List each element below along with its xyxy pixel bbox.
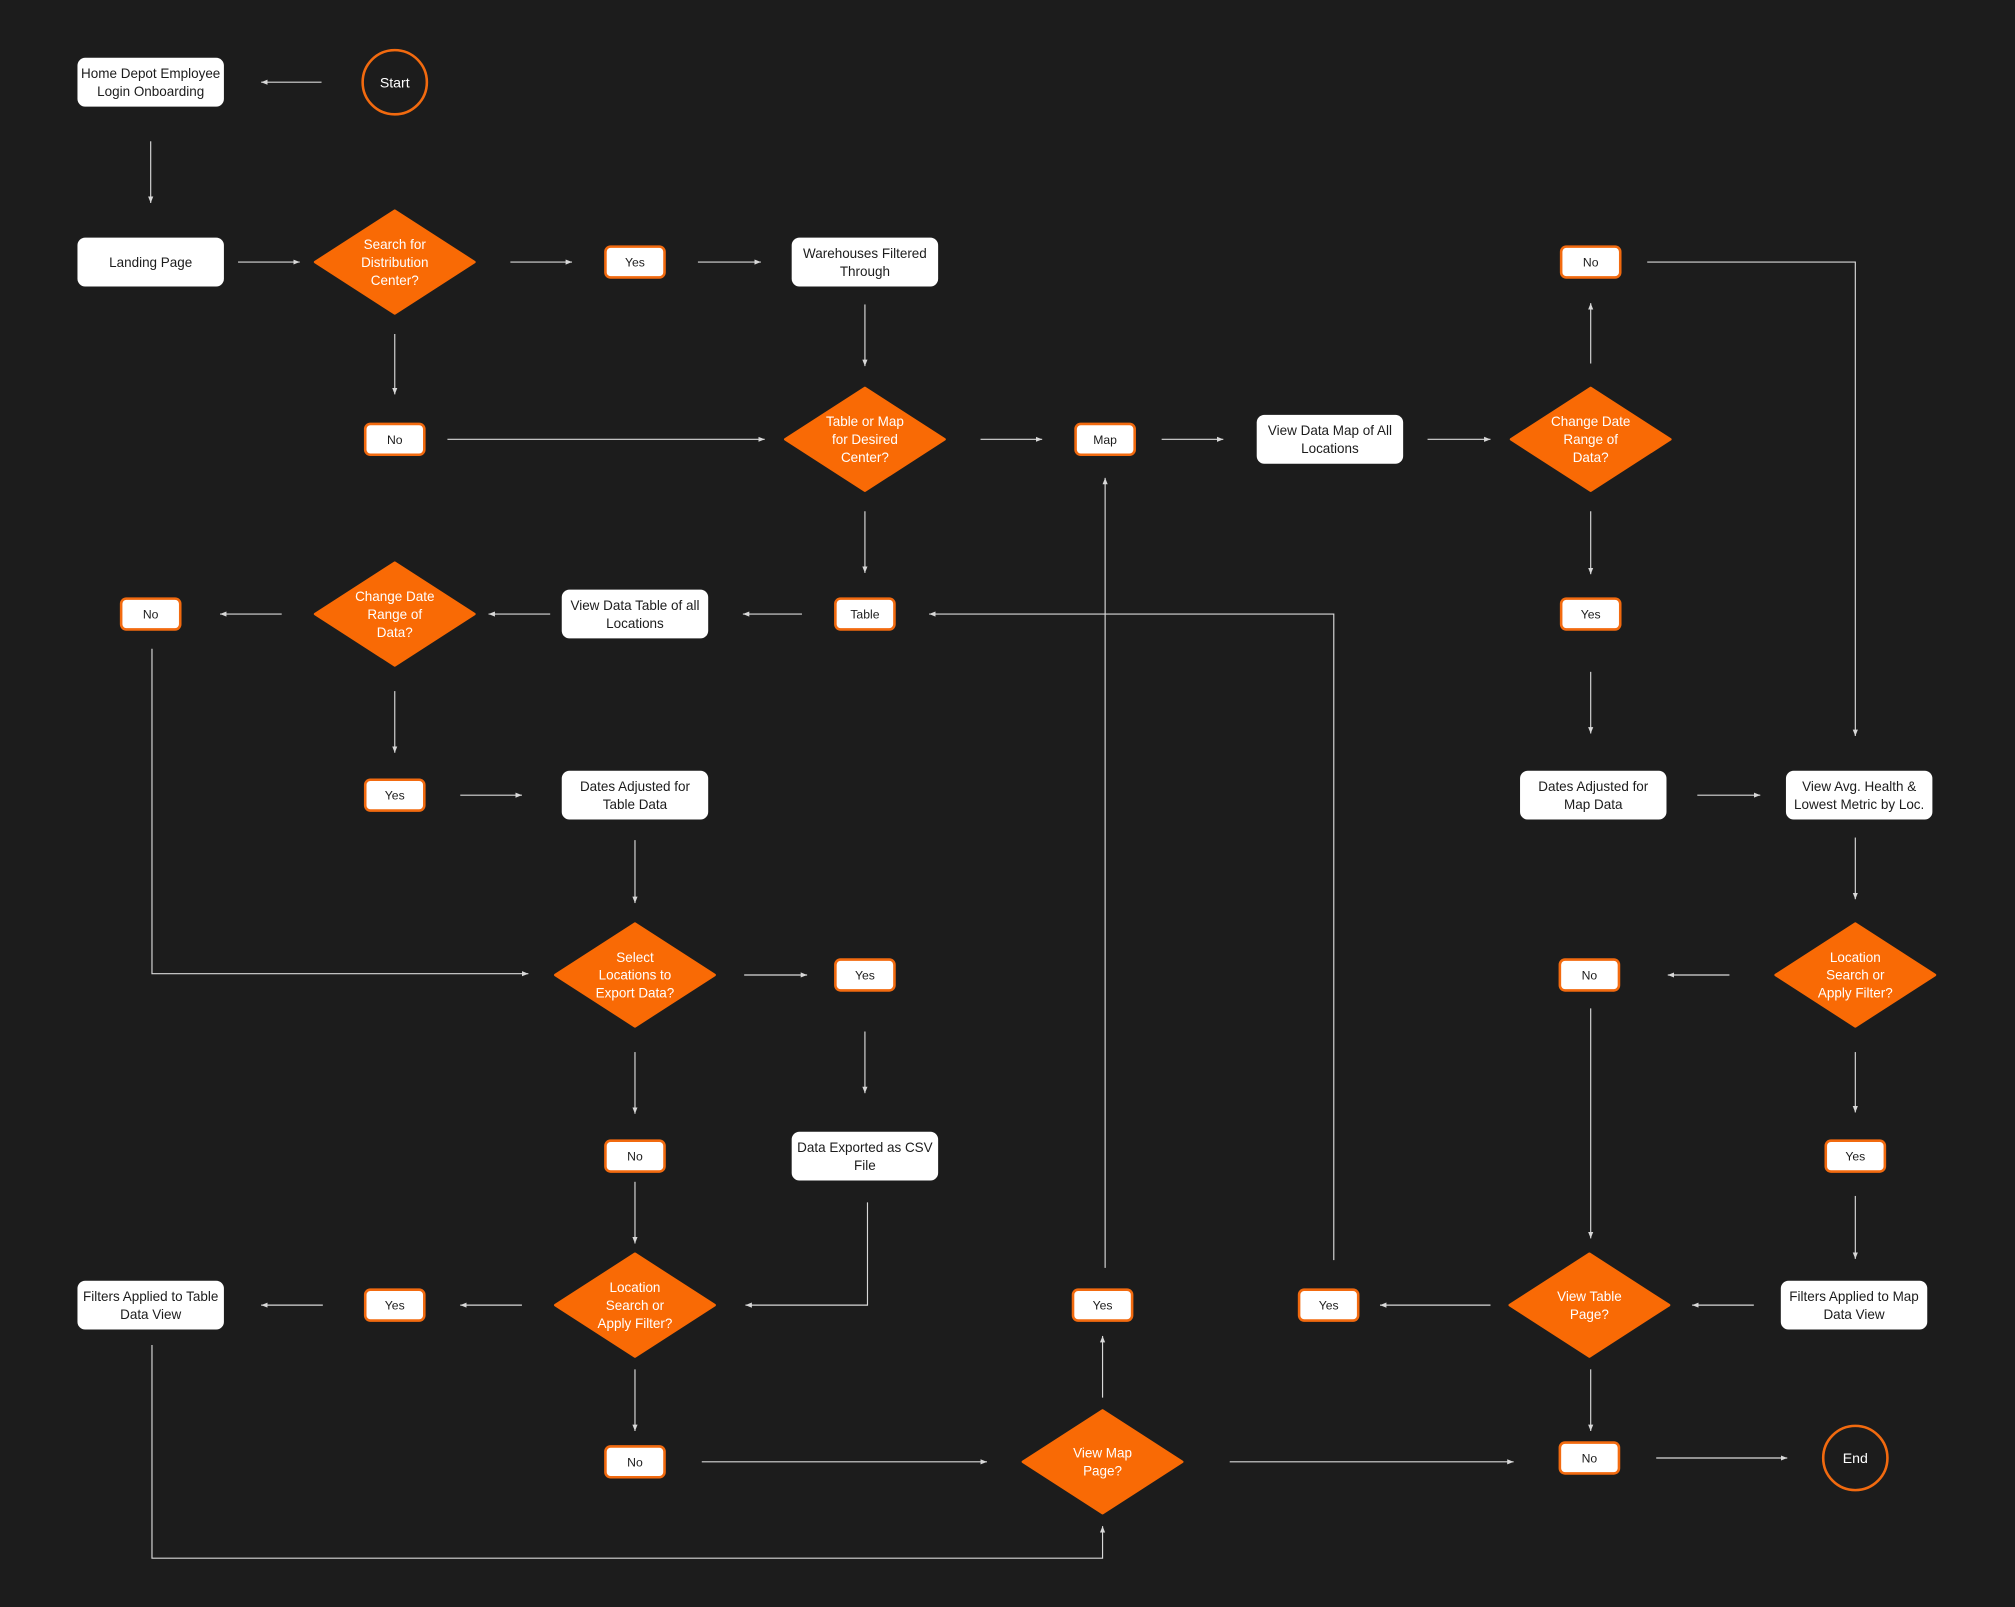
svg-text:Yes: Yes	[1845, 1150, 1865, 1164]
answer-no: No	[604, 1445, 666, 1479]
answer-yes: Yes	[363, 778, 426, 812]
arrow	[745, 1202, 869, 1308]
answer-yes: Yes	[1559, 597, 1622, 631]
svg-text:Yes: Yes	[625, 256, 645, 270]
answer-no: No	[119, 597, 182, 631]
svg-text:No: No	[143, 608, 159, 622]
svg-text:Yes: Yes	[385, 1299, 405, 1313]
terminal-circle	[1821, 1424, 1889, 1492]
svg-text:Table: Table	[850, 608, 879, 622]
svg-text:Map: Map	[1093, 433, 1117, 447]
answer-yes: Yes	[363, 1288, 426, 1322]
answer-yes: Yes	[604, 245, 666, 279]
start-terminal: Start	[361, 48, 429, 116]
svg-text:Yes: Yes	[385, 789, 405, 803]
node-text: View Avg. Health &Lowest Metric by Loc.	[1794, 779, 1924, 812]
svg-text:Yes: Yes	[1581, 608, 1601, 622]
svg-text:No: No	[627, 1150, 643, 1164]
terminal-circle	[361, 48, 429, 116]
step-avg-health: View Avg. Health &Lowest Metric by Loc.	[1785, 770, 1933, 820]
step-landing: Landing Page	[77, 237, 224, 287]
answer-map: Map	[1074, 422, 1136, 457]
answer-no: No	[1559, 245, 1622, 279]
connectors	[148, 79, 1858, 1559]
end-terminal: End	[1821, 1424, 1889, 1492]
answer-no: No	[1558, 1441, 1621, 1475]
svg-text:No: No	[627, 1455, 643, 1469]
svg-text:No: No	[1583, 256, 1599, 270]
arrow	[151, 648, 529, 977]
svg-text:Yes: Yes	[1319, 1299, 1339, 1313]
svg-text:Yes: Yes	[855, 968, 875, 982]
answer-yes: Yes	[834, 958, 896, 992]
arrow	[929, 611, 1335, 1261]
svg-text:No: No	[1582, 1451, 1598, 1465]
svg-text:No: No	[1582, 968, 1598, 982]
node-text: Landing Page	[109, 255, 192, 270]
svg-text:No: No	[387, 433, 403, 447]
arrow	[151, 1344, 1106, 1559]
answer-yes: Yes	[1071, 1288, 1134, 1322]
arrow	[1647, 261, 1858, 737]
terminal-label: End	[1843, 1450, 1868, 1466]
answer-yes: Yes	[1824, 1139, 1887, 1173]
svg-text:Yes: Yes	[1093, 1299, 1113, 1313]
answer-yes: Yes	[1297, 1288, 1360, 1322]
terminal-label: Start	[380, 74, 410, 90]
answer-no: No	[1558, 958, 1621, 992]
answer-no: No	[604, 1139, 666, 1173]
answer-table: Table	[834, 597, 896, 631]
answer-no: No	[363, 422, 426, 457]
